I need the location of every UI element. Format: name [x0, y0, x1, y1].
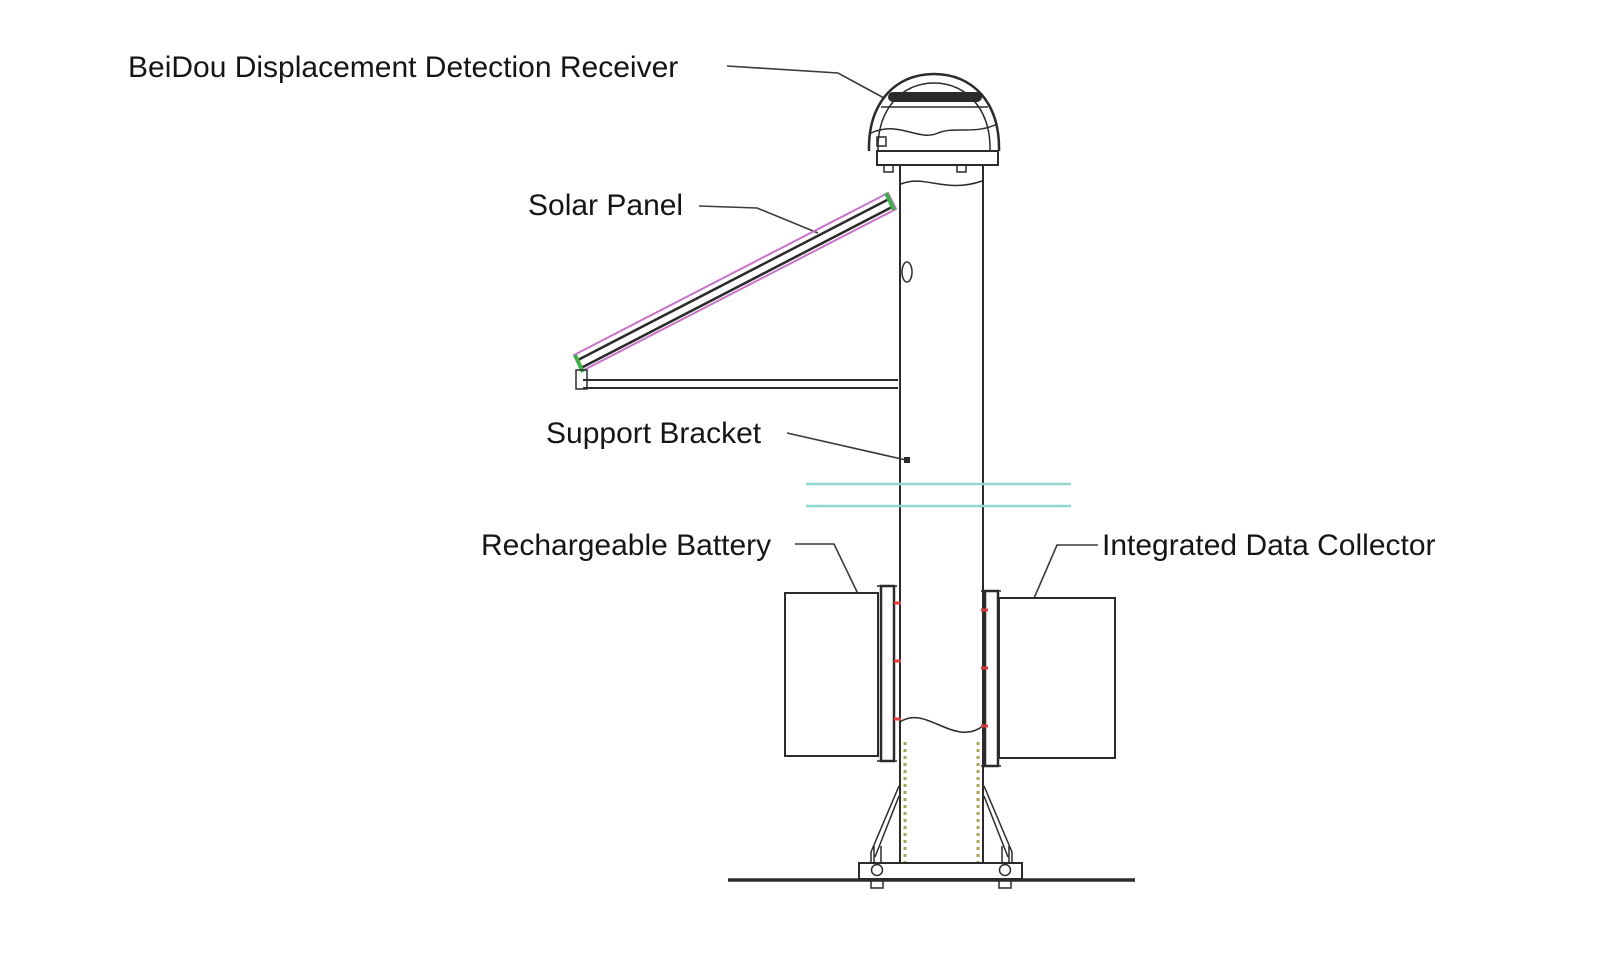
label-data-collector: Integrated Data Collector — [1102, 529, 1436, 562]
leader-support-bracket — [786, 432, 907, 461]
base-plate — [858, 862, 1023, 880]
label-support-bracket: Support Bracket — [546, 417, 762, 450]
leader-receiver — [726, 65, 885, 99]
break-lines — [806, 482, 1071, 508]
antenna-band — [888, 92, 982, 102]
dome-connector-detail — [876, 136, 887, 147]
flange-foot-right — [956, 164, 967, 173]
label-battery: Rechargeable Battery — [481, 529, 772, 562]
label-receiver: BeiDou Displacement Detection Receiver — [128, 51, 679, 84]
solar-panel-hinge-mark-bottom — [573, 354, 585, 373]
anchor-bolt-right — [998, 846, 1012, 889]
pole-cable-hole — [901, 261, 913, 283]
bolt-left-washer — [870, 863, 884, 877]
leader-solar-panel — [698, 205, 819, 234]
receiver-base-flange — [876, 150, 999, 166]
data-collector-assembly — [981, 589, 1116, 768]
bolt-right-washer — [998, 863, 1012, 877]
gusset-left-outer — [870, 785, 900, 853]
gusset-right-inner — [983, 795, 1009, 858]
mounting-plate-left — [879, 584, 896, 763]
solar-panel-face-line-bottom — [580, 204, 895, 370]
battery-assembly — [784, 584, 901, 763]
dome-inner-outline — [877, 82, 991, 152]
leader-support-bracket-dot — [904, 457, 910, 463]
receiver-drawing — [867, 72, 1001, 173]
dome-outer-outline — [867, 72, 1001, 152]
support-strut — [575, 369, 898, 390]
mounting-plate-right — [983, 589, 1000, 768]
pole-lower-break-wave — [899, 716, 984, 733]
gusset-right-outer — [983, 785, 1013, 853]
battery-box — [784, 592, 879, 757]
pole-top-break-wave — [900, 180, 983, 187]
pole — [899, 166, 984, 864]
solar-panel-face-line-top — [575, 197, 890, 363]
data-collector-box — [998, 597, 1116, 759]
dome-wave-detail — [870, 123, 998, 136]
solar-panel-hinge-mark-top — [884, 192, 896, 211]
flange-foot-left — [883, 164, 894, 173]
anchor-bolt-left — [870, 846, 884, 889]
gusset-left-inner — [874, 795, 900, 858]
solar-panel-drawing — [572, 191, 898, 390]
base-assembly — [728, 785, 1135, 889]
label-solar-panel: Solar Panel — [528, 189, 684, 222]
